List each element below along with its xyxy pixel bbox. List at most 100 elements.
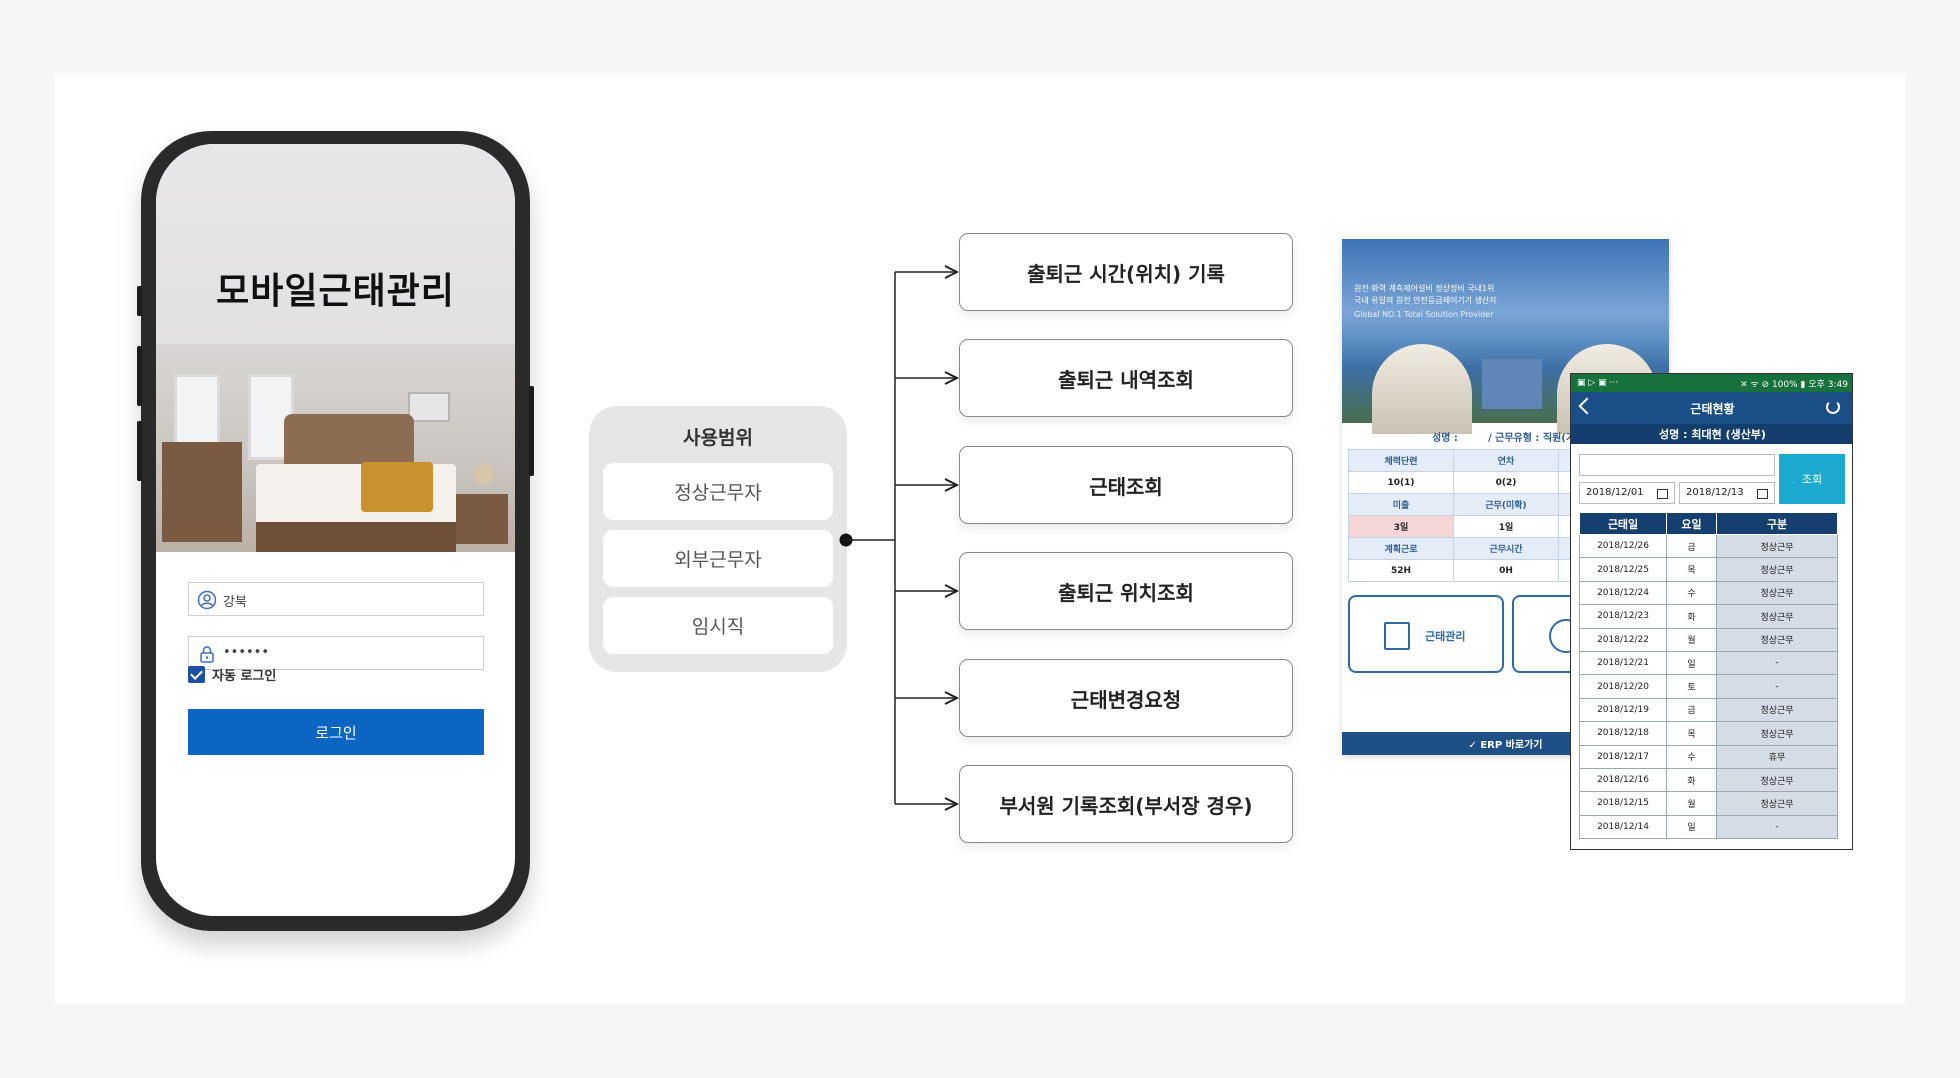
column-header-category: 구분 xyxy=(1716,512,1838,535)
row-category: 정상근무 xyxy=(1716,604,1838,629)
row-category: 정상근무 xyxy=(1716,533,1838,559)
username-field[interactable]: 강북 xyxy=(188,582,484,616)
lock-icon xyxy=(200,646,214,663)
row-date: 2018/12/19 xyxy=(1579,697,1667,723)
row-date: 2018/12/18 xyxy=(1579,721,1667,746)
user-icon xyxy=(197,590,217,610)
row-weekday: 수 xyxy=(1666,580,1717,606)
row-date: 2018/12/16 xyxy=(1579,767,1667,793)
feature-attendance-lookup: 근태조회 xyxy=(959,446,1293,524)
row-weekday: 목 xyxy=(1666,721,1717,746)
row-category: - xyxy=(1716,650,1838,676)
login-button[interactable]: 로그인 xyxy=(188,709,484,755)
grid-cell[interactable]: 0H xyxy=(1453,559,1559,582)
feature-change-request: 근태변경요청 xyxy=(959,659,1293,737)
search-input[interactable] xyxy=(1579,454,1775,476)
scope-item-external: 외부근무자 xyxy=(603,530,833,587)
feature-location-lookup: 출퇴근 위치조회 xyxy=(959,552,1293,630)
grid-cell[interactable]: 52H xyxy=(1348,559,1454,582)
power-icon[interactable] xyxy=(1826,400,1840,414)
password-value: •••••• xyxy=(223,645,270,660)
password-field[interactable]: •••••• xyxy=(188,636,484,670)
checkbox-checked-icon[interactable] xyxy=(188,666,205,683)
app-title: 모바일근태관리 xyxy=(216,271,455,312)
phone-screen: 모바일근태관리 강북 •••••• 자동 로그인 로그인 xyxy=(156,144,515,916)
grid-cell: 근무시간 xyxy=(1453,537,1559,560)
feature-department-lookup: 부서원 기록조회(부서장 경우) xyxy=(959,765,1293,843)
back-arrow-icon[interactable] xyxy=(1578,397,1596,415)
row-category: 정상근무 xyxy=(1716,580,1838,606)
grid-cell: 체력단련 xyxy=(1348,449,1454,472)
row-date: 2018/12/24 xyxy=(1579,580,1667,606)
phone-power-button xyxy=(529,386,534,476)
row-weekday: 토 xyxy=(1666,674,1717,699)
card-label: 근태관리 xyxy=(1425,630,1466,643)
work-type-label: / 근무유형 : 직원(기 xyxy=(1488,433,1576,444)
android-status-bar: ▣ ▷ ▣ ··· ✕ ᯤ ⊘ 100% ▮ 오후 3:49 xyxy=(1571,374,1852,392)
app-screenshot-attendance: ▣ ▷ ▣ ··· ✕ ᯤ ⊘ 100% ▮ 오후 3:49 근태현황 성명 :… xyxy=(1570,373,1853,850)
grid-cell[interactable]: 0(2) xyxy=(1453,471,1559,494)
row-date: 2018/12/17 xyxy=(1579,744,1667,769)
date-to-field[interactable]: 2018/12/13 xyxy=(1679,482,1775,504)
row-date: 2018/12/23 xyxy=(1579,604,1667,629)
row-category: 정상근무 xyxy=(1716,697,1838,723)
row-weekday: 일 xyxy=(1666,650,1717,676)
row-date: 2018/12/15 xyxy=(1579,791,1667,816)
row-weekday: 수 xyxy=(1666,744,1717,769)
scope-item-temporary: 임시직 xyxy=(603,597,833,654)
grid-cell: 계획근로 xyxy=(1348,537,1454,560)
query-button[interactable]: 조회 xyxy=(1779,454,1845,504)
date-from-field[interactable]: 2018/12/01 xyxy=(1579,482,1675,504)
attendance-management-card[interactable]: 근태관리 xyxy=(1348,595,1504,673)
app-title-bar: 근태현황 xyxy=(1571,392,1852,424)
grid-cell[interactable]: 1일 xyxy=(1453,515,1559,538)
row-weekday: 금 xyxy=(1666,533,1717,559)
row-date: 2018/12/20 xyxy=(1579,674,1667,699)
phone-volume-down xyxy=(137,421,142,481)
nightstand-shape xyxy=(456,494,508,544)
banner-text-line1: 원전·화력 계측제어설비 정상정비 국내1위 xyxy=(1354,284,1495,293)
grid-cell[interactable]: 10(1) xyxy=(1348,471,1454,494)
row-weekday: 화 xyxy=(1666,767,1717,793)
username-value: 강북 xyxy=(223,595,247,610)
wall-picture-shape xyxy=(408,392,450,422)
row-date: 2018/12/26 xyxy=(1579,533,1667,559)
feature-attendance-record: 출퇴근 시간(위치) 기록 xyxy=(959,233,1293,311)
blanket-shape xyxy=(361,462,433,512)
screen-header xyxy=(156,144,515,344)
row-category: 정상근무 xyxy=(1716,791,1838,816)
dresser-shape xyxy=(162,442,242,542)
row-weekday: 금 xyxy=(1666,697,1717,723)
row-weekday: 화 xyxy=(1666,604,1717,629)
grid-cell: 미출 xyxy=(1348,493,1454,516)
bedroom-image xyxy=(156,344,515,552)
row-category: - xyxy=(1716,814,1838,840)
grid-cell: 근무(미확) xyxy=(1453,493,1559,516)
document-edit-icon xyxy=(1384,622,1410,650)
grid-cell[interactable]: 3일 xyxy=(1348,515,1454,538)
reactor-dome-shape xyxy=(1372,344,1472,434)
auto-login-label: 자동 로그인 xyxy=(212,669,277,684)
row-date: 2018/12/21 xyxy=(1579,650,1667,676)
status-right-info: ✕ ᯤ ⊘ 100% ▮ 오후 3:49 xyxy=(1740,379,1848,390)
row-category: 정상근무 xyxy=(1716,721,1838,746)
name-label: 성명 : xyxy=(1432,433,1458,444)
screen-title: 근태현황 xyxy=(1690,401,1735,416)
row-category: 정상근무 xyxy=(1716,557,1838,582)
auto-login-option[interactable]: 자동 로그인 xyxy=(188,665,276,684)
